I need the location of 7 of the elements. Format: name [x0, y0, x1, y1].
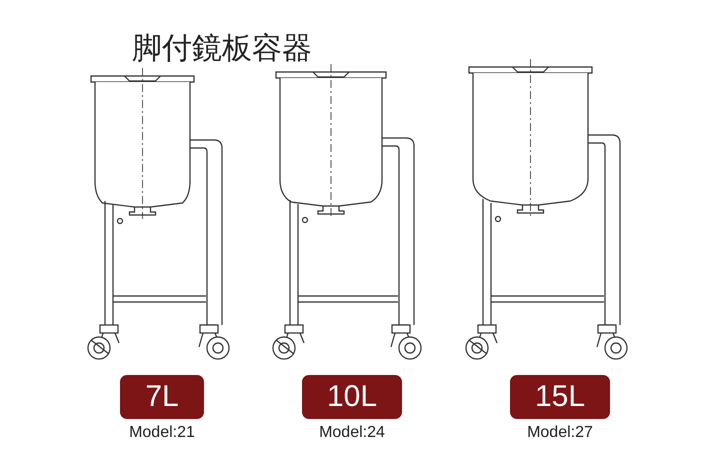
- capacity-badge: 15L: [510, 375, 610, 419]
- capacity-badge: 7L: [120, 375, 204, 419]
- title: 脚付鏡板容器: [132, 30, 312, 68]
- model-number: Model:27: [526, 424, 594, 442]
- model-number: Model:24: [318, 424, 386, 442]
- model-number: Model:21: [128, 424, 196, 442]
- capacity-badge: 10L: [302, 375, 402, 419]
